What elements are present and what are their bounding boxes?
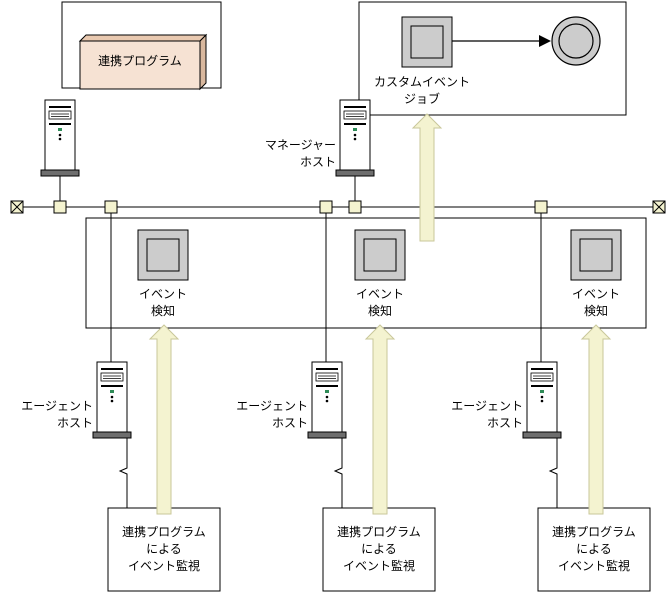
monitor-label-3c: イベント監視 xyxy=(557,559,630,573)
monitor-label-2b: による xyxy=(361,542,397,556)
agent-host-label-2a: エージェント xyxy=(236,399,308,413)
event-detect-label-1a: イベント xyxy=(138,287,187,301)
custom-event-job-label-1: カスタムイベント xyxy=(373,75,470,89)
program-label: 連携プログラム xyxy=(98,54,182,68)
serial-link-1 xyxy=(118,438,128,508)
monitor-label-1a: 連携プログラム xyxy=(122,525,206,539)
event-detect-label-2b: 検知 xyxy=(367,304,392,318)
upward-notify-arrow xyxy=(411,113,443,242)
agent-server-icon-1 xyxy=(92,361,132,439)
program-server-icon xyxy=(40,99,80,177)
monitor-arrow-3 xyxy=(580,324,612,515)
agent-host-label-2b: ホスト xyxy=(271,416,308,430)
bus-node-icon xyxy=(104,200,118,214)
monitor-label-1c: イベント監視 xyxy=(127,559,200,573)
custom-event-job-icon xyxy=(401,16,453,68)
monitor-label-3b: による xyxy=(576,542,612,556)
monitor-label-2a: 連携プログラム xyxy=(337,525,421,539)
serial-link-2 xyxy=(333,438,343,508)
bus-terminator-right-icon xyxy=(652,200,666,214)
program-block xyxy=(78,33,208,91)
monitor-label-3a: 連携プログラム xyxy=(552,525,636,539)
manager-server-icon xyxy=(335,99,375,177)
end-node-icon xyxy=(551,16,601,66)
monitor-arrow-2 xyxy=(364,324,396,515)
event-detect-icon-1 xyxy=(137,229,189,281)
agent-server-icon-3 xyxy=(522,361,562,439)
event-detect-label-1b: 検知 xyxy=(150,304,175,318)
agent-host-label-1a: エージェント xyxy=(21,399,93,413)
serial-link-3 xyxy=(548,438,558,508)
event-detect-label-3a: イベント xyxy=(571,287,620,301)
manager-host-label-1: マネージャー xyxy=(264,138,336,152)
monitor-label-2c: イベント監視 xyxy=(342,559,415,573)
monitor-label-1b: による xyxy=(146,542,182,556)
bus-node-icon xyxy=(534,200,548,214)
monitor-arrow-1 xyxy=(148,324,180,515)
monitor-box-3 xyxy=(537,507,651,592)
arrow-head-icon xyxy=(539,35,551,47)
bus-node-icon xyxy=(53,200,67,214)
agent-server-icon-2 xyxy=(307,361,347,439)
event-detect-icon-2 xyxy=(354,229,406,281)
monitor-box-1 xyxy=(107,507,221,592)
bus-node-icon xyxy=(348,200,362,214)
event-detect-label-2a: イベント xyxy=(355,287,404,301)
manager-host-label-2: ホスト xyxy=(299,155,336,169)
bus-terminator-left-icon xyxy=(10,200,24,214)
event-detect-icon-3 xyxy=(570,229,622,281)
event-detect-label-3b: 検知 xyxy=(583,304,608,318)
bus-node-icon xyxy=(319,200,333,214)
agent-host-label-3b: ホスト xyxy=(486,416,523,430)
agent-host-label-3a: エージェント xyxy=(451,399,523,413)
custom-event-job-label-2: ジョブ xyxy=(403,92,440,106)
agent-host-label-1b: ホスト xyxy=(56,416,93,430)
